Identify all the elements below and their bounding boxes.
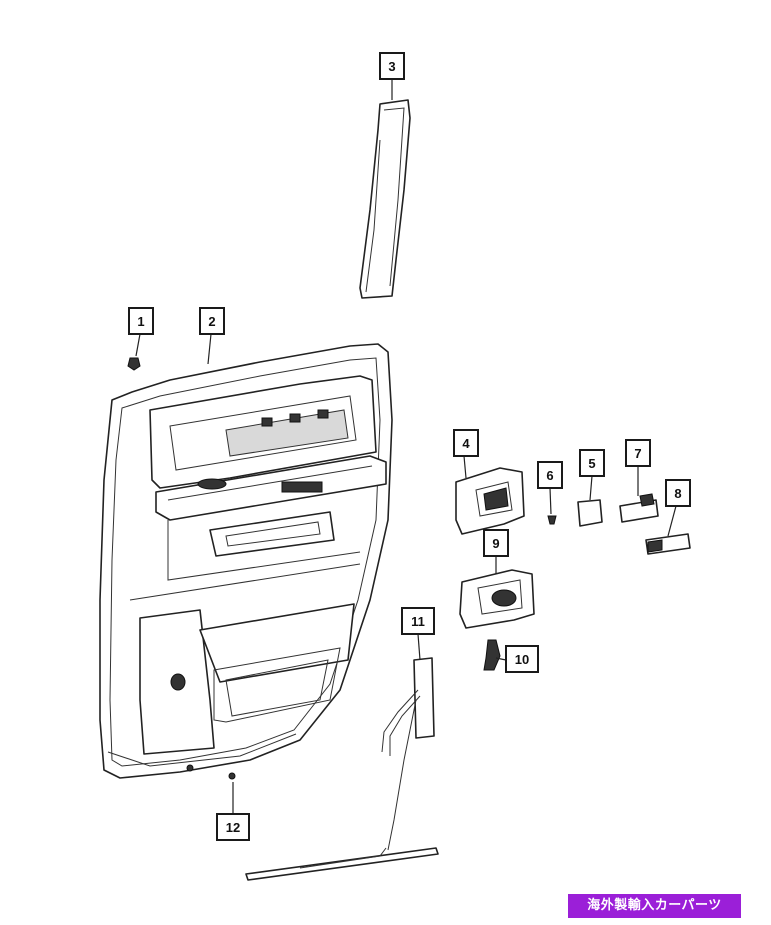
leader-lines bbox=[135, 80, 677, 814]
handle-housing-part bbox=[459, 569, 535, 629]
small-screw-part bbox=[547, 515, 557, 525]
door-trim-panel-part bbox=[99, 343, 393, 779]
callout-7: 7 bbox=[625, 439, 651, 467]
svg-text:2: 2 bbox=[208, 314, 215, 329]
callout-12: 12 bbox=[216, 813, 250, 841]
callout-8: 8 bbox=[665, 479, 691, 507]
cover-plate-part bbox=[577, 499, 603, 527]
svg-text:11: 11 bbox=[411, 614, 425, 629]
screw-part bbox=[228, 772, 236, 780]
wiring-harness-part bbox=[245, 657, 439, 881]
callout-4: 4 bbox=[453, 429, 479, 457]
svg-text:1: 1 bbox=[137, 314, 144, 329]
svg-text:7: 7 bbox=[634, 446, 641, 461]
callout-6: 6 bbox=[537, 461, 563, 489]
callout-10: 10 bbox=[505, 645, 539, 673]
callout-2: 2 bbox=[199, 307, 225, 335]
callout-3: 3 bbox=[379, 52, 405, 80]
svg-text:6: 6 bbox=[546, 468, 553, 483]
svg-text:4: 4 bbox=[462, 436, 470, 451]
bracket-part bbox=[483, 639, 501, 671]
svg-text:8: 8 bbox=[674, 486, 681, 501]
callout-9: 9 bbox=[483, 529, 509, 557]
pillar-trim-part bbox=[359, 99, 411, 299]
callout-5: 5 bbox=[579, 449, 605, 477]
shop-badge: 海外製輸入カーパーツ bbox=[568, 894, 741, 918]
handle-bezel-part bbox=[455, 467, 525, 535]
svg-text:12: 12 bbox=[226, 820, 240, 835]
svg-text:3: 3 bbox=[388, 59, 395, 74]
callout-1: 1 bbox=[128, 307, 154, 335]
clip-part bbox=[127, 357, 141, 371]
callout-11: 11 bbox=[401, 607, 435, 635]
svg-text:5: 5 bbox=[588, 456, 595, 471]
switch-lower-part bbox=[645, 533, 691, 555]
svg-text:9: 9 bbox=[492, 536, 499, 551]
switch-part bbox=[619, 493, 659, 523]
svg-text:10: 10 bbox=[515, 652, 529, 667]
